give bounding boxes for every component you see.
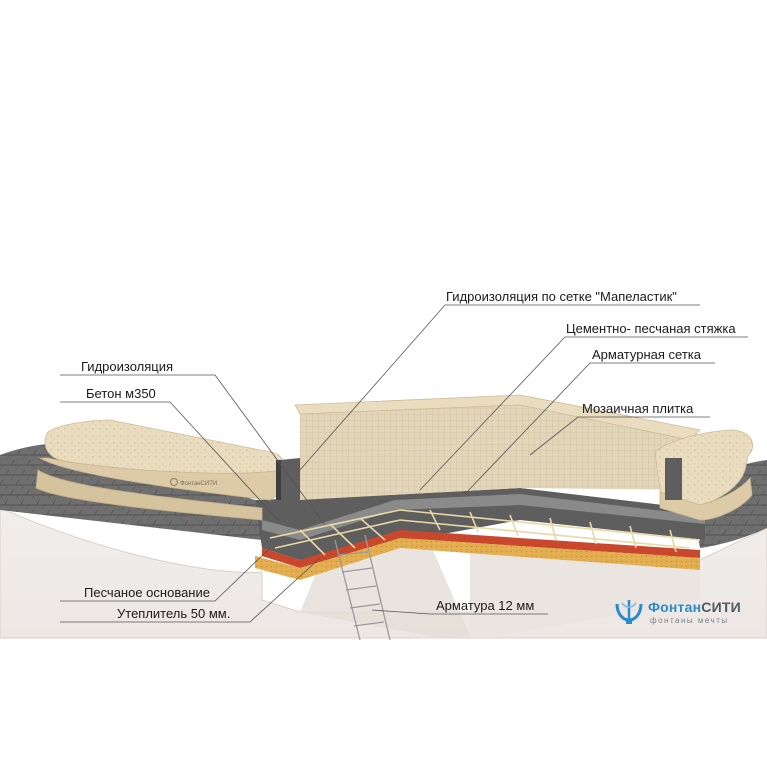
fountain-logo-icon bbox=[615, 600, 643, 624]
brand-name-part2: СИТИ bbox=[701, 599, 741, 615]
label-mosaic: Мозаичная плитка bbox=[582, 401, 694, 416]
hydro-layer bbox=[262, 494, 705, 540]
label-sand: Песчаное основание bbox=[84, 585, 210, 600]
label-concrete: Бетон м350 bbox=[86, 386, 156, 401]
rebar-mesh bbox=[269, 509, 701, 556]
label-hydro: Гидроизоляция bbox=[81, 359, 174, 374]
wall-cut-right bbox=[665, 458, 682, 500]
sand-base bbox=[255, 538, 700, 580]
label-screed: Цементно- песчаная стяжка bbox=[566, 321, 736, 336]
brand-logo: ФонтанСИТИ фонтаны мечты bbox=[614, 596, 764, 630]
coping-logo-text: ФонтанСИТИ bbox=[180, 481, 217, 487]
wall-cut-left bbox=[280, 458, 300, 500]
label-rebar: Арматура 12 мм bbox=[436, 598, 535, 613]
label-mapelastic: Гидроизоляция по сетке "Мапеластик" bbox=[446, 289, 677, 304]
brand-tagline: фонтаны мечты bbox=[650, 616, 729, 625]
brand-name: ФонтанСИТИ bbox=[648, 599, 741, 615]
mosaic-back-wall bbox=[300, 400, 520, 460]
insulation-layer bbox=[262, 530, 700, 568]
label-insulation: Утеплитель 50 мм. bbox=[117, 606, 231, 621]
rebar-ladder bbox=[334, 534, 391, 641]
brand-name-part1: Фонтан bbox=[648, 599, 702, 615]
leader-lines bbox=[60, 304, 748, 623]
label-mesh: Арматурная сетка bbox=[592, 347, 701, 362]
coping-logo: ФонтанСИТИ bbox=[170, 478, 217, 487]
